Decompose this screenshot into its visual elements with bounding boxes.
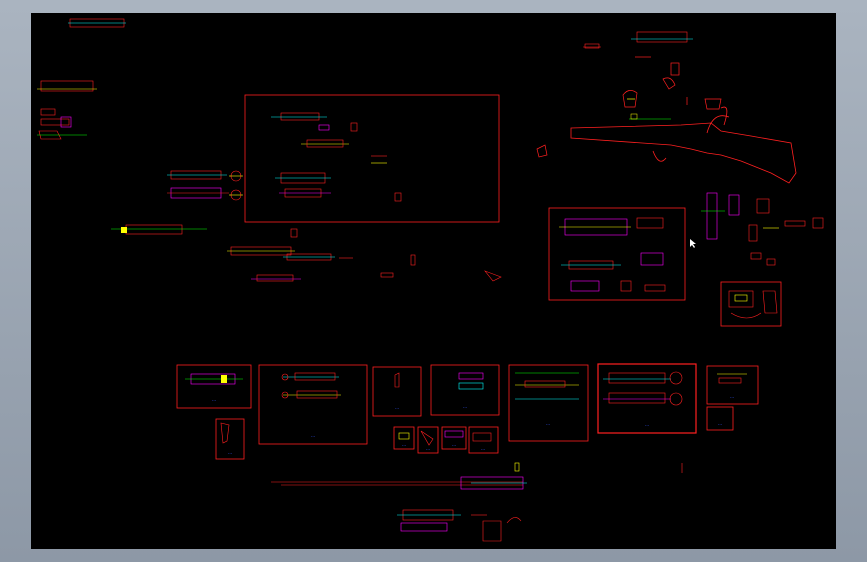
sheet-caption: ...: [228, 450, 233, 456]
sheet-caption: ...: [311, 433, 316, 439]
detail-sheet-2: [258, 364, 368, 445]
sheet-caption: ...: [402, 442, 407, 448]
sheet-caption: ...: [645, 422, 650, 428]
sheet-caption: ...: [426, 446, 431, 452]
sheet-caption: ...: [395, 405, 400, 411]
sheet-caption: ...: [718, 421, 723, 427]
detail-sheet-12: [441, 426, 467, 450]
detail-sheet-11: [417, 426, 439, 454]
cad-model-space[interactable]: .......................................: [31, 13, 836, 549]
detail-sheet-1: [176, 364, 252, 409]
main-view-frame: [244, 94, 500, 223]
top-left-title-block: [37, 18, 126, 92]
sheet-caption: ...: [212, 397, 217, 403]
sheet-caption: ...: [481, 446, 486, 452]
detail-sheet-10: [393, 426, 415, 450]
rifle-stock-outline: [570, 106, 797, 184]
sheet-caption: ...: [463, 404, 468, 410]
detail-sheet-9: [215, 418, 245, 460]
receiver-group-frame: [548, 207, 686, 301]
sheet-caption: ...: [546, 421, 551, 427]
detail-sheet-4: [430, 364, 500, 416]
cad-drawing: .......................................: [37, 18, 824, 542]
detail-sheet-5: [508, 364, 589, 442]
detail-sheet-8: [706, 406, 734, 431]
detail-sheet-3: [372, 366, 422, 417]
stock-detail-frame: [720, 281, 782, 327]
detail-sheet-13: [468, 426, 499, 454]
arrow-pointer-icon: [690, 239, 696, 248]
sheet-caption: ...: [452, 442, 457, 448]
detail-sheet-7: [706, 365, 759, 405]
sheet-caption: ...: [730, 394, 735, 400]
detail-sheet-6: [597, 363, 697, 434]
